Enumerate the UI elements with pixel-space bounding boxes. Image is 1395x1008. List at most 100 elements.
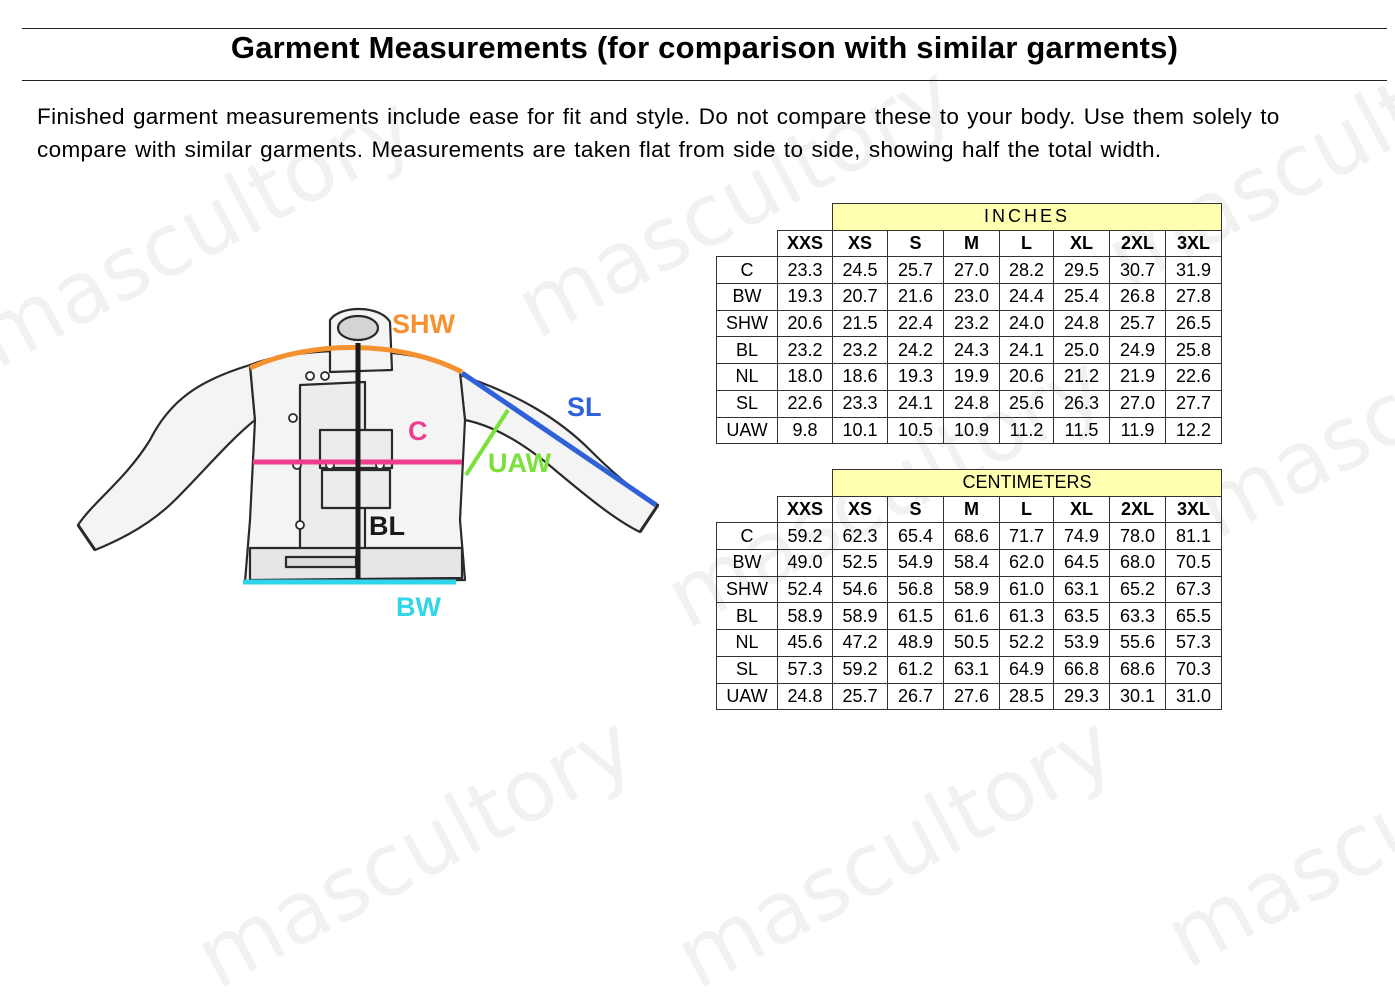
measurement-cell: 58.9 <box>832 602 888 631</box>
measurement-cell: 11.5 <box>1053 416 1110 445</box>
measurement-cell: 65.2 <box>1109 575 1166 604</box>
measurement-cell: 61.5 <box>887 602 944 631</box>
measurement-cell: 50.5 <box>943 629 1000 657</box>
measurement-cell: 70.3 <box>1164 655 1223 684</box>
measurement-cell: 30.7 <box>1109 256 1166 285</box>
measurement-cell: 29.3 <box>1053 682 1110 711</box>
measurement-cell: 23.2 <box>832 336 888 365</box>
measurement-cell: 22.6 <box>1164 363 1223 391</box>
size-header: XXS <box>777 495 833 524</box>
row-label: SHW <box>716 575 778 604</box>
measurement-cell: 53.9 <box>1053 629 1110 657</box>
measurement-cell: 59.2 <box>777 522 833 551</box>
measurement-cell: 45.6 <box>777 629 833 657</box>
size-header: 3XL <box>1164 495 1223 524</box>
measurement-cell: 20.6 <box>777 309 833 338</box>
measurement-cell: 26.7 <box>887 682 944 711</box>
measurement-cell: 27.0 <box>1109 389 1166 418</box>
size-header: XXS <box>777 229 833 258</box>
measurement-cell: 20.6 <box>999 363 1054 391</box>
measurement-cell: 74.9 <box>1053 522 1110 551</box>
label-bw: BW <box>396 592 441 622</box>
label-shw: SHW <box>392 309 455 339</box>
size-header: M <box>943 229 1000 258</box>
size-header: 3XL <box>1164 229 1223 258</box>
row-label: BW <box>716 549 778 577</box>
row-label: UAW <box>716 682 778 711</box>
measurement-cell: 54.6 <box>832 575 888 604</box>
measurement-cell: 19.3 <box>887 363 944 391</box>
measurement-cell: 66.8 <box>1053 655 1110 684</box>
measurement-cell: 49.0 <box>777 549 833 577</box>
row-label: SHW <box>716 309 778 338</box>
measurement-cell: 21.6 <box>887 283 944 311</box>
row-label: BL <box>716 602 778 631</box>
size-header: 2XL <box>1109 495 1166 524</box>
measurement-cell: 23.2 <box>777 336 833 365</box>
measurement-cell: 25.8 <box>1164 336 1223 365</box>
measurement-cell: 23.3 <box>777 256 833 285</box>
measurement-cell: 26.5 <box>1164 309 1223 338</box>
measurement-cell: 28.2 <box>999 256 1054 285</box>
measurement-cell: 25.4 <box>1053 283 1110 311</box>
measurement-cell: 21.5 <box>832 309 888 338</box>
measurement-cell: 48.9 <box>887 629 944 657</box>
measurement-cell: 63.1 <box>943 655 1000 684</box>
measurement-cell: 27.7 <box>1164 389 1223 418</box>
measurement-cell: 23.3 <box>832 389 888 418</box>
row-label: C <box>716 522 778 551</box>
measurement-cell: 70.5 <box>1164 549 1223 577</box>
measurement-cell: 24.2 <box>887 336 944 365</box>
inches-unit-header: INCHES <box>831 203 1223 231</box>
measurement-cell: 22.4 <box>887 309 944 338</box>
measurement-cell: 24.4 <box>999 283 1054 311</box>
measurement-cell: 20.7 <box>832 283 888 311</box>
measurement-cell: 68.6 <box>943 522 1000 551</box>
measurement-cell: 56.8 <box>887 575 944 604</box>
measurement-cell: 63.1 <box>1053 575 1110 604</box>
row-label: NL <box>716 629 778 657</box>
measurement-cell: 27.8 <box>1164 283 1223 311</box>
measurement-cell: 29.5 <box>1053 256 1110 285</box>
measurement-cell: 61.3 <box>999 602 1054 631</box>
measurement-cell: 78.0 <box>1109 522 1166 551</box>
size-header: XS <box>832 229 888 258</box>
row-label: UAW <box>716 416 778 445</box>
measurement-cell: 57.3 <box>777 655 833 684</box>
watermark: mascultory <box>1150 674 1395 989</box>
measurement-cell: 47.2 <box>832 629 888 657</box>
measurement-cell: 26.3 <box>1053 389 1110 418</box>
measurement-cell: 31.0 <box>1164 682 1223 711</box>
measurement-cell: 26.8 <box>1109 283 1166 311</box>
measurement-cell: 64.9 <box>999 655 1054 684</box>
row-label: BW <box>716 283 778 311</box>
measurement-cell: 21.2 <box>1053 363 1110 391</box>
row-label: SL <box>716 389 778 418</box>
measurement-cell: 24.8 <box>1053 309 1110 338</box>
label-sl: SL <box>567 392 602 422</box>
measurement-cell: 31.9 <box>1164 256 1223 285</box>
row-label: BL <box>716 336 778 365</box>
measurement-cell: 71.7 <box>999 522 1054 551</box>
measurement-cell: 68.6 <box>1109 655 1166 684</box>
measurement-cell: 23.2 <box>943 309 1000 338</box>
measurement-cell: 10.9 <box>943 416 1000 445</box>
measurement-cell: 67.3 <box>1164 575 1223 604</box>
measurement-cell: 10.1 <box>832 416 888 445</box>
measurement-cell: 11.2 <box>999 416 1054 445</box>
measurement-cell: 65.4 <box>887 522 944 551</box>
measurement-cell: 24.5 <box>832 256 888 285</box>
watermark: mascultory <box>660 694 1131 1008</box>
measurement-cell: 58.9 <box>777 602 833 631</box>
jacket-sketch <box>76 307 660 585</box>
measurement-cell: 24.9 <box>1109 336 1166 365</box>
